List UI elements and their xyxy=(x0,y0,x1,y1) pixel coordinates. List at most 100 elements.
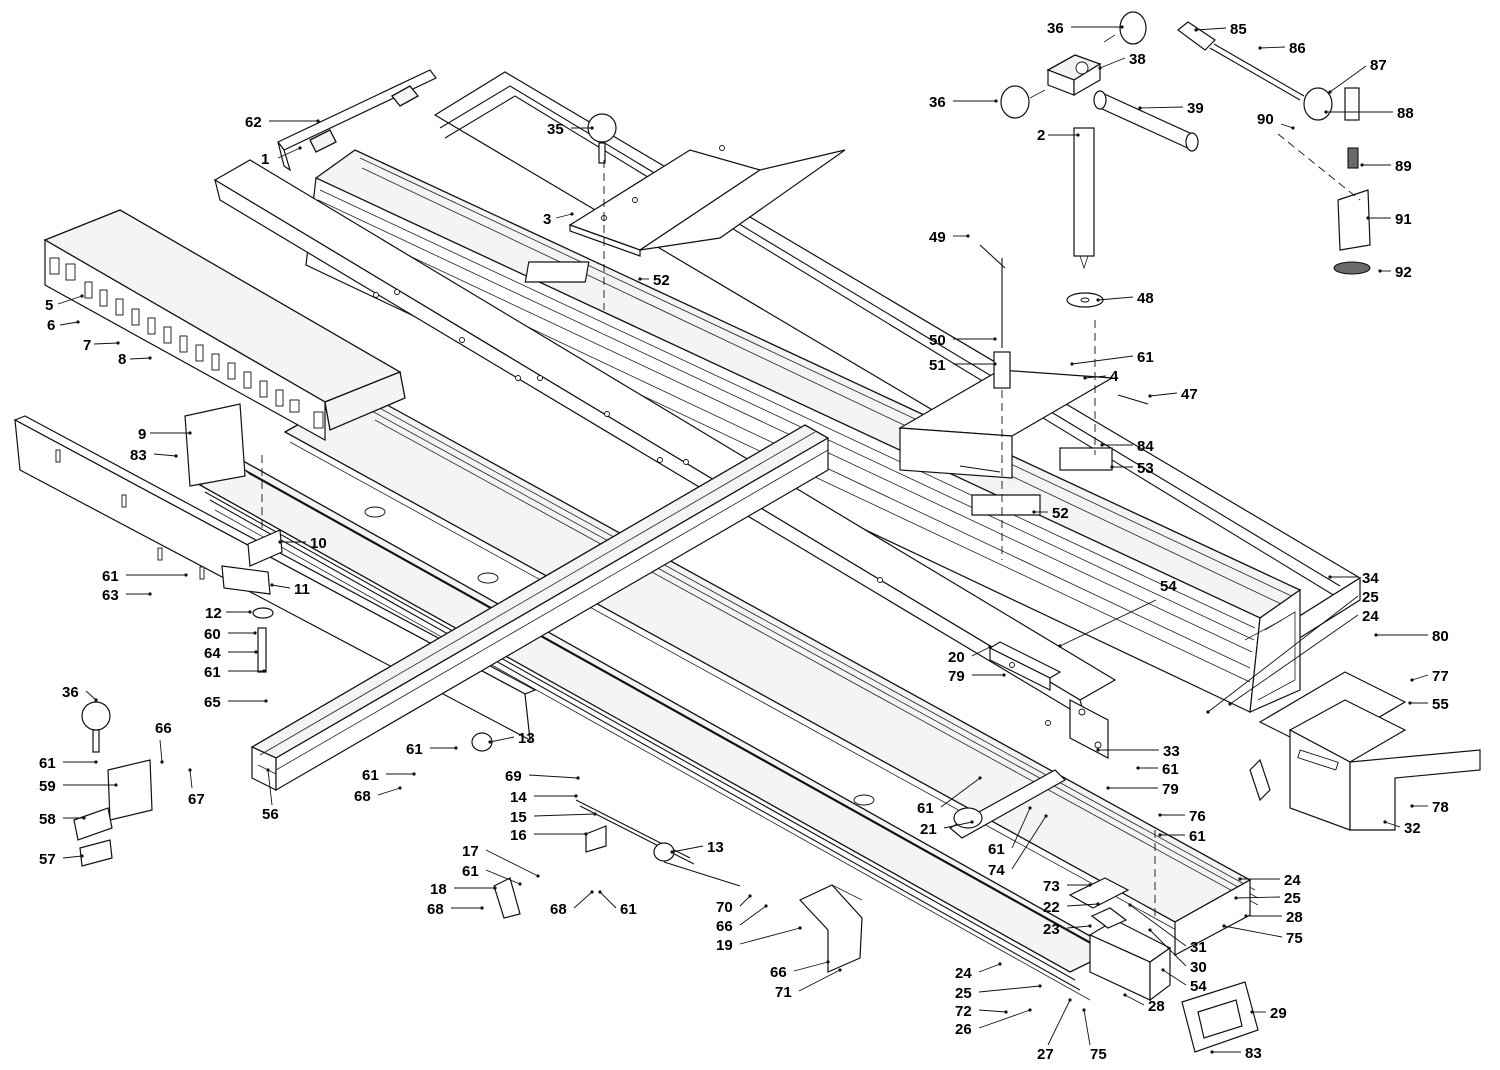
part-number-label: 90 xyxy=(1257,111,1274,128)
leader-dot xyxy=(1002,673,1006,677)
leader-line xyxy=(793,961,829,972)
leader-dot xyxy=(1328,90,1332,94)
leader-dot xyxy=(764,904,768,908)
part-number-label: 68 xyxy=(354,788,371,805)
part-number-label: 65 xyxy=(204,694,221,711)
leader-dot xyxy=(993,362,997,366)
part-number-label: 20 xyxy=(948,649,965,666)
leader-line xyxy=(971,646,991,657)
leader-line xyxy=(1259,46,1286,49)
part-number-label: 85 xyxy=(1230,21,1247,38)
leader-dot xyxy=(1366,216,1370,220)
leader-line xyxy=(485,869,521,885)
leader-dot xyxy=(174,454,178,458)
leader-line xyxy=(485,849,539,877)
part-number-label: 10 xyxy=(310,535,327,552)
leader-dot xyxy=(148,592,152,596)
part-number-label: 21 xyxy=(920,821,937,838)
leader-dot xyxy=(1408,701,1412,705)
part-number-label: 80 xyxy=(1432,628,1449,645)
leader-dot xyxy=(266,768,270,772)
leader-dot xyxy=(188,431,192,435)
part-number-label: 79 xyxy=(1162,781,1179,798)
leader-dot xyxy=(454,746,458,750)
part-number-label: 12 xyxy=(205,605,222,622)
part-number-label: 56 xyxy=(262,806,279,823)
part-number-label: 24 xyxy=(1362,608,1379,625)
part-number-label: 3 xyxy=(543,211,551,228)
leader-dot xyxy=(316,119,320,123)
leader-dot xyxy=(1383,820,1387,824)
leader-line xyxy=(189,769,193,789)
leader-line xyxy=(1195,27,1227,31)
part-number-label: 17 xyxy=(462,843,479,860)
leader-line xyxy=(573,891,593,909)
leader-dot xyxy=(82,816,86,820)
leader-dot xyxy=(398,786,402,790)
part-number-label: 28 xyxy=(1286,909,1303,926)
part-number-label: 18 xyxy=(430,881,447,898)
leader-dot xyxy=(978,776,982,780)
leader-line xyxy=(1011,815,1047,870)
leader-line xyxy=(555,213,573,219)
front-rail xyxy=(198,461,1121,1001)
leader-dot xyxy=(590,890,594,894)
part-number-label: 30 xyxy=(1190,959,1207,976)
leader-dot xyxy=(116,341,120,345)
leader-dot xyxy=(1410,804,1414,808)
cover-plate xyxy=(1181,981,1259,1053)
leader-dot xyxy=(826,960,830,964)
part-number-label: 58 xyxy=(39,811,56,828)
part-number-label: 24 xyxy=(1284,872,1301,889)
leader-dot xyxy=(298,146,302,150)
part-number-label: 87 xyxy=(1370,57,1387,74)
part-number-label: 92 xyxy=(1395,264,1412,281)
part-number-label: 25 xyxy=(1362,589,1379,606)
leader-dot xyxy=(253,631,257,635)
leader-line xyxy=(978,963,1001,973)
part-number-label: 11 xyxy=(294,581,310,598)
leader-dot xyxy=(1068,998,1072,1002)
leader-dot xyxy=(838,968,842,972)
leader-line xyxy=(599,891,617,909)
bracket xyxy=(798,884,863,973)
part-number-label: 50 xyxy=(929,332,946,349)
leader-dot xyxy=(570,212,574,216)
leader-dot xyxy=(1088,924,1092,928)
leader-line xyxy=(1066,903,1099,907)
leader-line xyxy=(1097,296,1134,301)
leader-dot xyxy=(1106,786,1110,790)
leader-line xyxy=(1162,969,1187,986)
part-number-label: 25 xyxy=(1284,890,1301,907)
part-number-label: 72 xyxy=(955,1003,972,1020)
part-number-label: 49 xyxy=(929,229,946,246)
part-number-label: 36 xyxy=(1047,20,1064,37)
part-number-label: 86 xyxy=(1289,40,1306,57)
part-number-label: 66 xyxy=(770,964,787,981)
lever-arm xyxy=(948,769,1066,839)
leader-dot xyxy=(998,962,1002,966)
part-number-label: 51 xyxy=(929,357,946,374)
leader-line xyxy=(1149,392,1178,397)
part-number-label: 61 xyxy=(204,664,221,681)
leader-dot xyxy=(798,926,802,930)
leader-dot xyxy=(1120,25,1124,29)
part-number-label: 61 xyxy=(362,767,379,784)
leader-line xyxy=(1223,925,1283,938)
leader-dot xyxy=(1082,1008,1086,1012)
part-number-label: 84 xyxy=(1137,438,1154,455)
leader-dot xyxy=(970,820,974,824)
leader-dot xyxy=(94,698,98,702)
leader-line xyxy=(940,777,981,808)
part-number-label: 83 xyxy=(1245,1045,1262,1062)
part-number-label: 25 xyxy=(955,985,972,1002)
leader-line xyxy=(377,787,401,796)
part-labels: 1234567891011121313141516171819202122232… xyxy=(39,20,1449,1063)
part-number-label: 6 xyxy=(47,317,55,334)
fence-plate xyxy=(988,641,1062,691)
leader-line xyxy=(1083,1009,1091,1046)
leader-dot xyxy=(598,890,602,894)
leader-line xyxy=(1411,674,1429,681)
leader-line xyxy=(528,774,579,779)
